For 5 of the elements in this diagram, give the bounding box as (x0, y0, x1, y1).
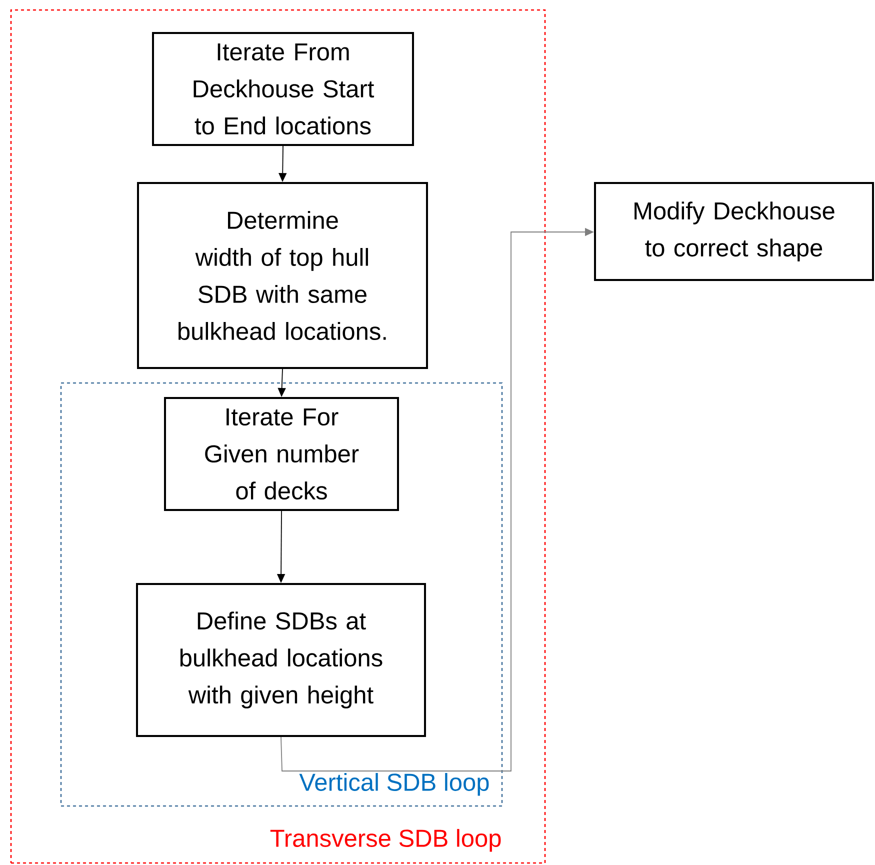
process-box: Iterate For Given number of decks (164, 397, 399, 511)
process-box: Define SDBs at bulkhead locations with given height (136, 583, 426, 737)
process-box: Determine width of top hull SDB with same bulkhead locations. (137, 182, 428, 369)
process-box: Iterate From Deckhouse Start to End locations (152, 32, 414, 146)
process-box: Modify Deckhouse to correct shape (594, 182, 874, 281)
